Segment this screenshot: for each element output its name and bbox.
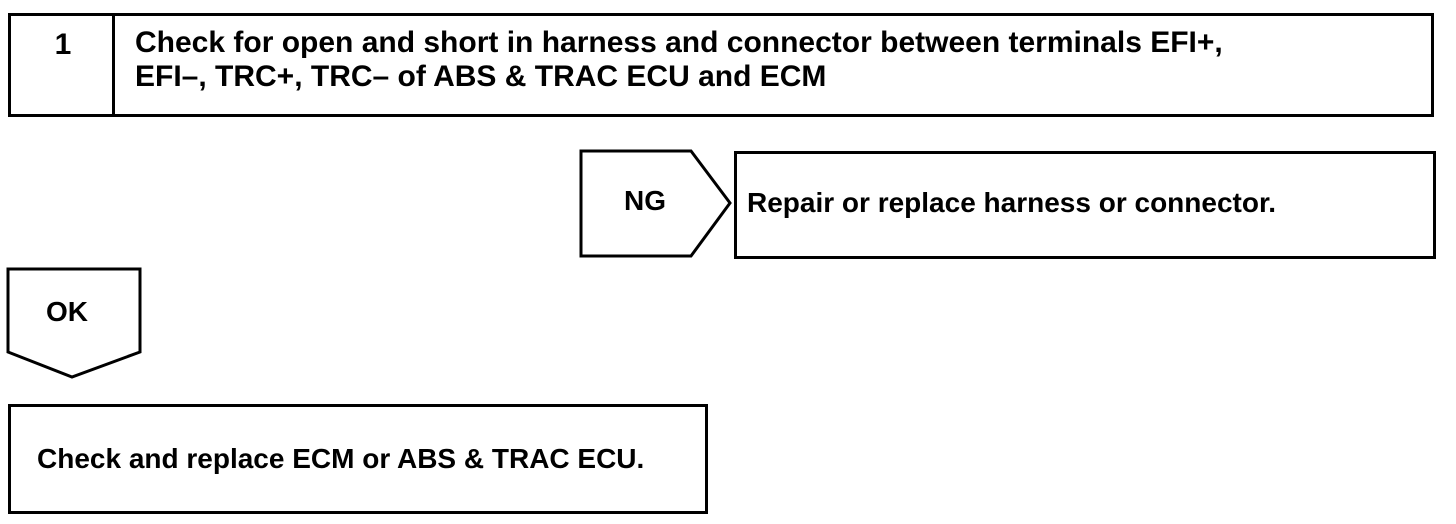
ok-result-box: Check and replace ECM or ABS & TRAC ECU.: [8, 404, 708, 514]
ng-action-text: Repair or replace harness or connector.: [747, 187, 1277, 218]
ok-label: OK: [46, 296, 88, 327]
step-1-box: 1 Check for open and short in harness an…: [8, 13, 1434, 117]
step-title: Check for open and short in harness and …: [135, 26, 1223, 93]
ng-result-box: Repair or replace harness or connector.: [734, 151, 1436, 259]
ng-label: NG: [624, 185, 666, 216]
step-number: 1: [54, 28, 72, 61]
ok-action-text: Check and replace ECM or ABS & TRAC ECU.: [37, 443, 645, 474]
step-number-cell: 1: [11, 16, 115, 114]
